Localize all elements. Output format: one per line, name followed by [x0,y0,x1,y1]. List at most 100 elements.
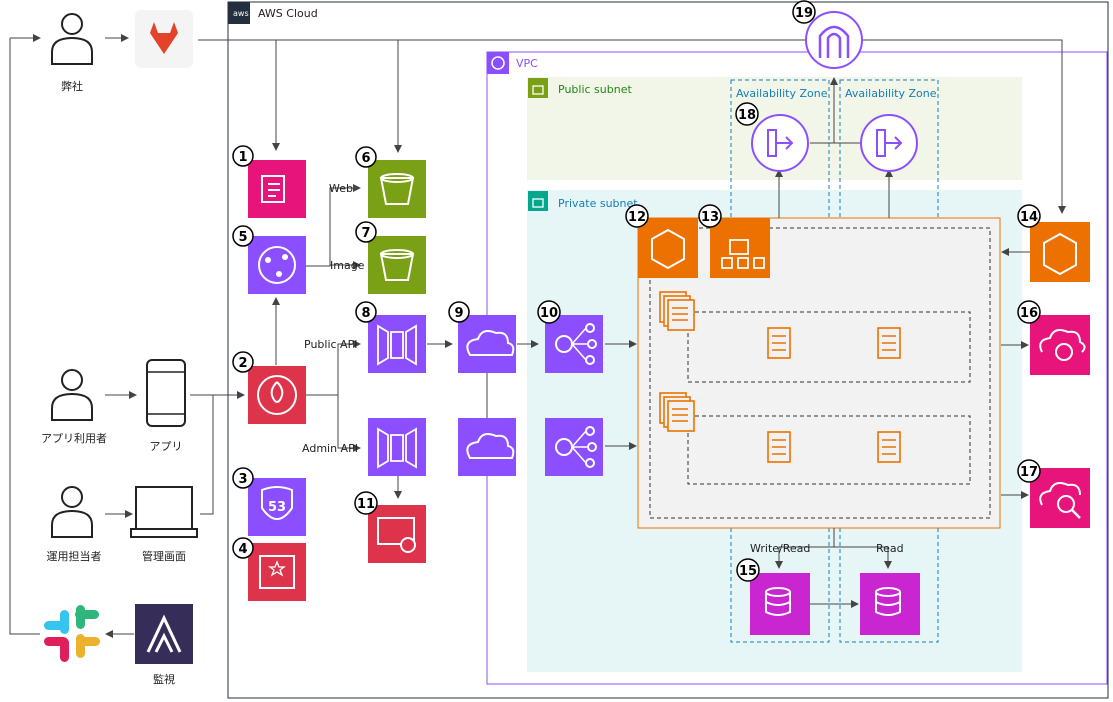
systems-manager-icon [1039,329,1086,353]
svg-text:9: 9 [454,306,463,321]
svg-text:11: 11 [357,497,375,512]
lock-icon [532,198,544,208]
service-1-tile[interactable] [248,160,306,218]
service-11-tile[interactable] [368,505,426,563]
app-user-label: アプリ利用者 [41,432,107,445]
service-15-tile[interactable] [750,573,810,635]
slack-node[interactable] [44,605,100,662]
public-subnet-label: Public subnet [558,83,632,96]
actor-company: 弊社 [51,13,93,93]
service-7-tile[interactable] [368,236,426,294]
cognito-icon [377,517,415,545]
service-8-tile[interactable] [368,315,426,373]
badge-7: 7 [355,221,377,243]
service-17-tile[interactable] [1030,468,1090,528]
vpc-icon [491,56,505,70]
service-10-tile[interactable] [545,315,603,373]
service-5-tile[interactable] [248,236,306,294]
service-4-tile[interactable] [248,543,306,601]
badge-6: 6 [355,146,377,168]
read-label: Read [876,542,904,555]
badge-13: 13 [698,204,722,228]
service-19-internet-gateway[interactable] [805,11,863,69]
badge-12: 12 [625,204,649,228]
fargate-icon [721,239,765,269]
load-balancer-admin-tile[interactable] [545,418,603,476]
monitoring-node[interactable]: 監視 [135,604,193,686]
service-14-tile[interactable] [1030,222,1090,282]
ecs-tasks [659,291,901,463]
cloudfront-icon [258,246,296,284]
line-labels: Web Image Public API Admin API Write/Rea… [302,182,904,555]
slack-icon [44,605,100,662]
actor-app-user: アプリ利用者 [41,369,107,445]
service-18-nat-gateways[interactable] [751,114,918,172]
svg-text:12: 12 [628,210,646,225]
svg-text:18: 18 [738,108,756,123]
badge-11: 11 [354,491,378,515]
smartphone-icon [146,359,186,427]
api-gateway-admin-tile[interactable] [368,418,426,476]
sentry-icon [146,614,182,653]
aws-cloud-group: aws AWS Cloud [227,1,1109,699]
user-icon [61,13,83,35]
aws-logo-icon: aws [233,9,249,18]
badge-10: 10 [537,300,561,324]
badge-17: 17 [1017,459,1041,483]
az1-label: Availability Zone [736,87,828,100]
svg-text:19: 19 [795,6,813,21]
write-read-label: Write/Read [750,542,810,555]
service-3-tile[interactable]: 53 [248,478,306,536]
badge-1: 1 [232,145,254,167]
web-label: Web [329,182,353,195]
privatelink-admin-tile[interactable] [458,418,516,476]
svg-text:2: 2 [238,356,247,371]
badge-8: 8 [355,301,377,323]
svg-text:5: 5 [238,230,247,245]
s3-bucket-icon [379,253,415,281]
cloudwatch-icon [1039,482,1081,506]
privatelink-icon [466,433,515,459]
svg-text:10: 10 [540,306,558,321]
svg-text:8: 8 [361,306,370,321]
api-gateway-icon [377,427,417,469]
service-9-tile[interactable] [458,315,516,373]
badge-9: 9 [448,301,470,323]
svg-text:14: 14 [1020,210,1038,225]
svg-text:13: 13 [701,210,719,225]
badge-5: 5 [232,225,254,247]
service-12-tile[interactable] [638,218,698,278]
svg-text:53: 53 [268,500,286,515]
badge-14: 14 [1017,204,1041,228]
svg-text:17: 17 [1020,465,1038,480]
waf-icon [257,375,297,415]
service-2-tile[interactable] [248,366,306,424]
internet-gateway-icon [805,11,863,69]
cloudformation-icon [261,175,285,203]
gitlab-node[interactable] [135,10,193,68]
svg-text:15: 15 [739,564,757,579]
svg-text:6: 6 [361,151,370,166]
admin-screen-node[interactable]: 管理画面 [130,486,198,563]
gitlab-icon [150,22,178,54]
actor-operator: 運用担当者 [47,486,102,563]
app-node[interactable]: アプリ [146,359,186,453]
connections [9,34,1066,638]
admin-screen-label: 管理画面 [142,549,186,563]
public-api-label: Public API [304,338,357,351]
monitoring-label: 監視 [153,672,175,686]
aurora-reader-tile[interactable] [860,573,920,635]
service-6-tile[interactable] [368,160,426,218]
service-16-tile[interactable] [1030,315,1090,375]
badge-18: 18 [735,102,759,126]
user-icon [61,369,83,391]
ecs-icon [651,228,685,270]
company-label: 弊社 [61,79,83,93]
service-13-tile[interactable] [710,218,770,278]
number-badges: 1 2 3 4 5 6 7 8 9 10 11 12 13 14 15 16 1… [232,0,1041,582]
private-subnet-label: Private subnet [558,197,638,210]
svg-text:7: 7 [361,226,370,241]
user-icon [61,486,83,508]
badge-3: 3 [232,467,254,489]
badge-4: 4 [232,537,254,559]
